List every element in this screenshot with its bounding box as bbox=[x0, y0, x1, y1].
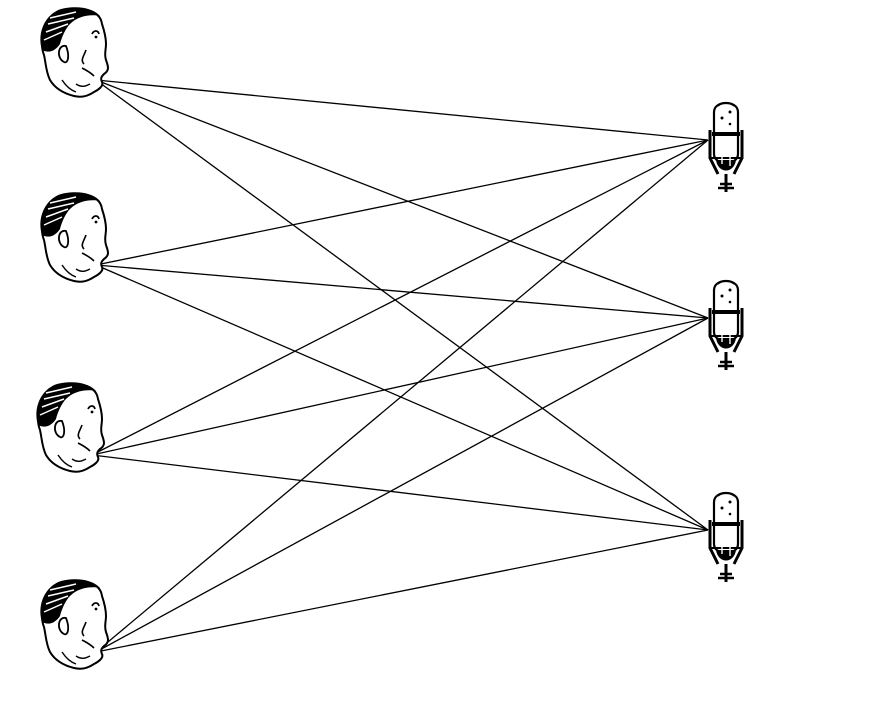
speaker-group bbox=[35, 6, 109, 670]
microphone-icon-3 bbox=[708, 491, 744, 584]
connection-line-speaker-2-microphone-1 bbox=[95, 139, 709, 266]
connection-line-speaker-4-microphone-1 bbox=[95, 139, 709, 653]
connection-line-speaker-3-microphone-2 bbox=[91, 317, 709, 456]
connection-lines bbox=[91, 79, 709, 653]
connection-line-speaker-3-microphone-3 bbox=[91, 454, 709, 531]
speaker-head-icon-3 bbox=[35, 381, 105, 473]
connection-line-speaker-3-microphone-1 bbox=[91, 139, 709, 456]
connection-line-speaker-1-microphone-3 bbox=[95, 79, 709, 531]
connection-line-speaker-1-microphone-1 bbox=[95, 79, 709, 141]
speaker-head-icon-1 bbox=[39, 6, 109, 98]
connection-line-speaker-1-microphone-2 bbox=[95, 79, 709, 319]
connection-line-speaker-4-microphone-2 bbox=[95, 317, 709, 653]
connection-line-speaker-2-microphone-3 bbox=[95, 264, 709, 531]
speaker-head-icon-2 bbox=[39, 191, 109, 283]
connection-line-speaker-4-microphone-3 bbox=[95, 529, 709, 653]
speaker-head-icon-4 bbox=[39, 578, 109, 670]
microphone-group bbox=[708, 101, 744, 584]
microphone-icon-2 bbox=[708, 279, 744, 372]
connection-line-speaker-2-microphone-2 bbox=[95, 264, 709, 319]
microphone-icon-1 bbox=[708, 101, 744, 194]
